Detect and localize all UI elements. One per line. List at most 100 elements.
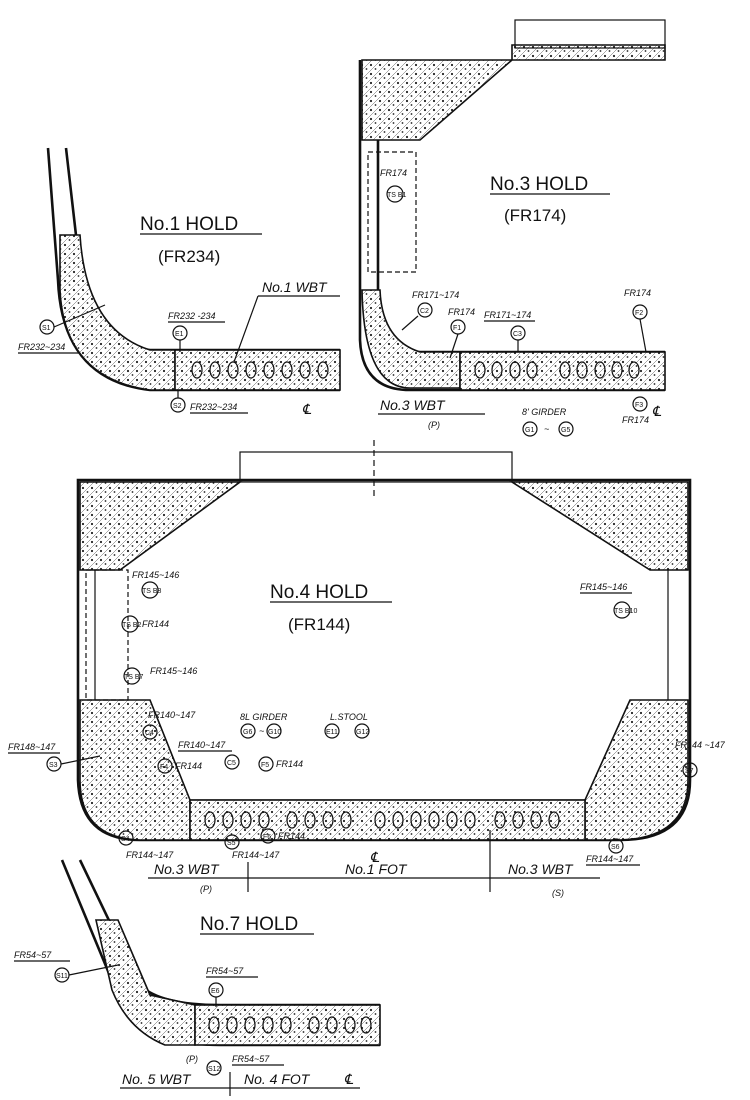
no1-frame: (FR234) bbox=[158, 247, 220, 266]
no4-fr145-146-l: FR145~146 bbox=[132, 570, 179, 580]
no4-fr144-147-bm: FR144~147 bbox=[232, 850, 280, 860]
no3-top-wing-tank bbox=[361, 44, 666, 141]
no1-fr-side: FR232~234 bbox=[18, 342, 65, 352]
no1-floor-holes bbox=[191, 361, 329, 379]
no4-hopper-stbd bbox=[584, 699, 689, 841]
no1-fr-top: FR232 -234 bbox=[168, 311, 216, 321]
no4-fr144-f4: FR144 bbox=[175, 761, 202, 771]
svg-text:F2: F2 bbox=[635, 310, 643, 317]
no3-frame: (FR174) bbox=[504, 206, 566, 225]
svg-text:G10: G10 bbox=[268, 729, 281, 736]
svg-text:G12: G12 bbox=[356, 729, 369, 736]
no4-side-stiffener bbox=[85, 569, 129, 701]
no4-c4-marker bbox=[142, 724, 158, 740]
no4-s6-marker bbox=[608, 838, 624, 854]
svg-text:S5: S5 bbox=[227, 840, 236, 847]
no3-g5-marker bbox=[558, 421, 574, 437]
no4-s5-marker bbox=[224, 834, 240, 850]
no7-title: No.7 HOLD bbox=[200, 914, 298, 935]
no4-girder: 8L GIRDER bbox=[240, 712, 288, 722]
no4-top-wing-port bbox=[79, 481, 243, 571]
no3-tank-label: No.3 WBT bbox=[380, 397, 446, 413]
no4-fr144-147-r: FR144 ~147 bbox=[675, 740, 726, 750]
svg-text:E6: E6 bbox=[211, 988, 220, 995]
no4-s4-marker bbox=[118, 830, 134, 846]
no4-wbt-s: No.3 WBT bbox=[508, 861, 574, 877]
no4-ts-c-marker bbox=[123, 667, 141, 685]
no1-fr-bottom: FR232~234 bbox=[190, 402, 237, 412]
no4-g12-marker bbox=[354, 723, 370, 739]
no1-tank-label: No.1 WBT bbox=[262, 279, 328, 295]
svg-text:S4: S4 bbox=[121, 836, 130, 843]
no3-hold-section: FR174 TS B1 No.3 HOLD (FR174) FR171~174 … bbox=[358, 19, 666, 437]
svg-text:G1: G1 bbox=[525, 427, 534, 434]
no4-wbt-s-side: (S) bbox=[552, 888, 564, 898]
no4-frame: (FR144) bbox=[288, 615, 350, 634]
no7-hold-section: No.7 HOLD FR54~57 S11 FR54~57 E6 (P) S12… bbox=[14, 859, 381, 1096]
svg-text:S6: S6 bbox=[611, 844, 620, 851]
no4-hold-section: No.4 HOLD (FR144) FR145~146 TS B8 TS B2 … bbox=[8, 440, 726, 898]
svg-text:TS B10: TS B10 bbox=[614, 608, 637, 615]
svg-text:S3: S3 bbox=[49, 762, 58, 769]
no4-wbt-p-side: (P) bbox=[200, 884, 212, 894]
no4-hopper-port bbox=[79, 699, 191, 841]
no4-e11-marker bbox=[324, 723, 340, 739]
no3-fr174-side: FR174 bbox=[380, 168, 407, 178]
no4-fr145-146-r: FR145~146 bbox=[580, 582, 627, 592]
no4-ts-a-marker bbox=[141, 581, 159, 599]
no4-wbt-p: No.3 WBT bbox=[154, 861, 220, 877]
no3-hopper bbox=[361, 289, 461, 389]
no3-title: No.3 HOLD bbox=[490, 174, 588, 195]
no7-fr-top: FR54~57 bbox=[206, 966, 244, 976]
no3-g1-marker bbox=[522, 421, 538, 437]
svg-text:F6: F6 bbox=[263, 834, 271, 841]
no4-fr140-147-b: FR140~147 bbox=[178, 740, 226, 750]
no4-fr144-147-bl: FR144~147 bbox=[126, 850, 174, 860]
svg-text:G6: G6 bbox=[243, 729, 252, 736]
no3-fr171-174-b: FR171~174 bbox=[484, 310, 531, 320]
no7-side: (P) bbox=[186, 1054, 198, 1064]
no7-double-bottom bbox=[194, 1004, 381, 1046]
svg-text:F3: F3 bbox=[635, 402, 643, 409]
no3-floor-holes bbox=[474, 361, 640, 379]
no3-centerline: ℄ bbox=[652, 403, 662, 419]
svg-text:TS B8: TS B8 bbox=[142, 588, 162, 595]
svg-text:S1: S1 bbox=[42, 325, 51, 332]
svg-text:C4: C4 bbox=[145, 730, 154, 737]
no1-title: No.1 HOLD bbox=[140, 214, 238, 235]
svg-text:S2: S2 bbox=[173, 403, 182, 410]
no7-bilge-hatch bbox=[94, 919, 196, 1046]
no4-centerline: ℄ bbox=[370, 849, 380, 865]
no7-wbt: No. 5 WBT bbox=[122, 1071, 192, 1087]
svg-text:C3: C3 bbox=[513, 331, 522, 338]
no4-f5-marker bbox=[258, 756, 274, 772]
no4-s7-marker bbox=[682, 762, 698, 778]
no4-fr144-147-br: FR144~147 bbox=[586, 854, 634, 864]
svg-text:TS B7: TS B7 bbox=[124, 674, 144, 681]
no4-double-bottom bbox=[189, 799, 586, 841]
no3-c2-marker bbox=[417, 302, 433, 318]
no1-centerline: ℄ bbox=[302, 401, 312, 417]
no4-ts-d-marker bbox=[613, 601, 631, 619]
no3-girder-range: ~ bbox=[544, 424, 549, 434]
no7-s12-marker bbox=[206, 1060, 222, 1076]
no3-fr171-174-a: FR171~174 bbox=[412, 290, 459, 300]
no7-tank-dimension-line bbox=[120, 1072, 360, 1096]
svg-text:S11: S11 bbox=[56, 973, 68, 980]
svg-text:TS B1: TS B1 bbox=[387, 192, 407, 199]
no4-top-wing-stbd bbox=[509, 481, 689, 571]
svg-text:TS B2: TS B2 bbox=[122, 622, 142, 629]
svg-text:F1: F1 bbox=[453, 325, 461, 332]
no4-stool: L.STOOL bbox=[330, 712, 368, 722]
no7-fr-side: FR54~57 bbox=[14, 950, 52, 960]
no3-fr174-f3: FR174 bbox=[622, 415, 649, 425]
no7-fot: No. 4 FOT bbox=[244, 1071, 311, 1087]
no4-girder-range: ~ bbox=[259, 726, 264, 736]
svg-text:G5: G5 bbox=[561, 427, 570, 434]
no4-fr144-l: FR144 bbox=[142, 619, 169, 629]
no4-g6-marker bbox=[240, 723, 256, 739]
no1-hold-section: No.1 HOLD (FR234) No.1 WBT FR232 -234 E1… bbox=[18, 147, 341, 417]
no4-hatch-coaming bbox=[239, 451, 513, 483]
no3-ts-marker bbox=[386, 185, 404, 203]
